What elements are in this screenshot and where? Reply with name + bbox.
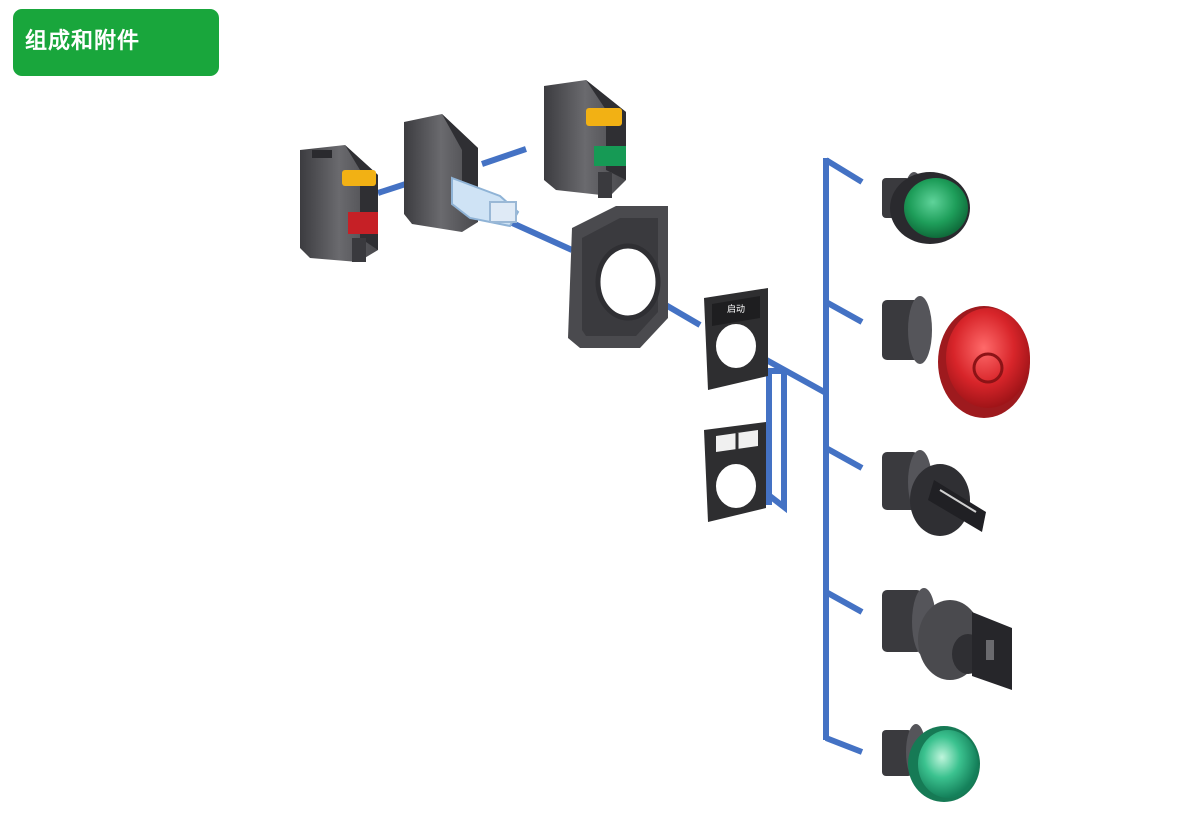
section-title: 组成和附件	[25, 29, 141, 54]
contact-block-green-icon	[544, 80, 626, 198]
section-header: 组成和附件	[13, 9, 219, 76]
key-switch-icon	[882, 588, 1012, 690]
emergency-stop-red-icon	[882, 296, 1030, 418]
pushbutton-green-icon	[882, 172, 970, 244]
legend-plate-icon: 启动	[704, 288, 768, 390]
mounting-collar-icon	[568, 206, 668, 348]
pilot-light-green-icon	[882, 724, 980, 802]
contact-block-red-icon	[300, 145, 378, 262]
selector-switch-icon	[882, 450, 986, 536]
legend-plate-blank-icon	[704, 422, 766, 522]
legend-plate-label: 启动	[727, 303, 745, 315]
light-block-icon	[404, 114, 520, 232]
